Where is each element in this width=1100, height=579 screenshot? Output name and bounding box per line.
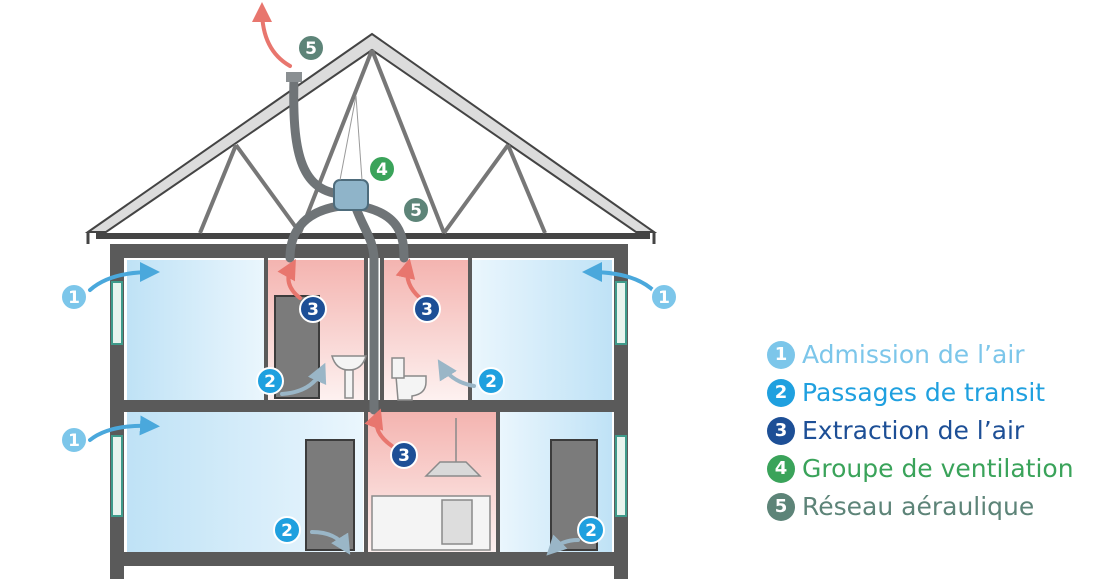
window [112,282,122,344]
toilet-tank [392,358,404,378]
legend-badge: 1 [767,341,795,369]
badge-2: 2 [578,517,604,543]
badge-number: 3 [421,300,433,320]
floor-ground [110,552,628,566]
window [616,436,626,516]
badge-3: 3 [414,296,440,322]
oven [442,500,472,544]
legend-label: Passages de transit [802,374,1045,412]
badge-2: 2 [478,368,504,394]
badge-number: 2 [264,372,276,392]
legend-label: Groupe de ventilation [802,450,1074,488]
exhaust-arrow [262,10,290,66]
partition [468,258,472,400]
badge-number: 5 [410,201,422,221]
partition [380,258,384,400]
legend-item-1: 1 Admission de l’air [767,336,1100,374]
washbasin-stand [345,370,353,398]
legend-item-5: 5 Réseau aéraulique [767,488,1100,526]
legend-item-4: 4 Groupe de ventilation [767,450,1100,488]
legend-label: Extraction de l’air [802,412,1024,450]
badge-number: 2 [585,521,597,541]
roof-outline [88,34,654,232]
floor-upper [110,400,628,412]
legend: 1 Admission de l’air 2 Passages de trans… [767,336,1100,526]
truss [236,145,300,233]
ventilation-unit [334,180,368,210]
badge-3: 3 [300,296,326,322]
badge-number: 1 [68,431,80,451]
badge-5: 5 [298,35,324,61]
badge-number: 2 [281,521,293,541]
badge-1: 1 [61,427,87,453]
window [112,436,122,516]
partition [364,258,368,552]
fresh-room-upper-left [127,260,264,400]
badge-5: 5 [403,197,429,223]
badge-number: 3 [398,446,410,466]
legend-item-3: 3 Extraction de l’air [767,412,1100,450]
legend-badge: 4 [767,455,795,483]
suspension-wire [356,96,362,180]
truss [444,145,508,233]
badge-2: 2 [257,368,283,394]
exhaust-outlet [286,72,302,82]
badge-number: 3 [307,300,319,320]
legend-item-2: 2 Passages de transit [767,374,1100,412]
badge-2: 2 [274,517,300,543]
badge-number: 5 [305,39,317,59]
partition [496,412,500,552]
badge-1: 1 [61,284,87,310]
legend-label: Réseau aéraulique [802,488,1034,526]
window [616,282,626,344]
badge-4: 4 [369,156,395,182]
legend-label: Admission de l’air [802,336,1025,374]
legend-badge: 5 [767,493,795,521]
legend-badge: 2 [767,379,795,407]
badge-1: 1 [651,284,677,310]
badge-number: 2 [485,372,497,392]
badge-number: 1 [68,288,80,308]
badge-number: 4 [376,160,388,180]
badge-number: 1 [658,288,670,308]
badge-3: 3 [391,442,417,468]
legend-badge: 3 [767,417,795,445]
